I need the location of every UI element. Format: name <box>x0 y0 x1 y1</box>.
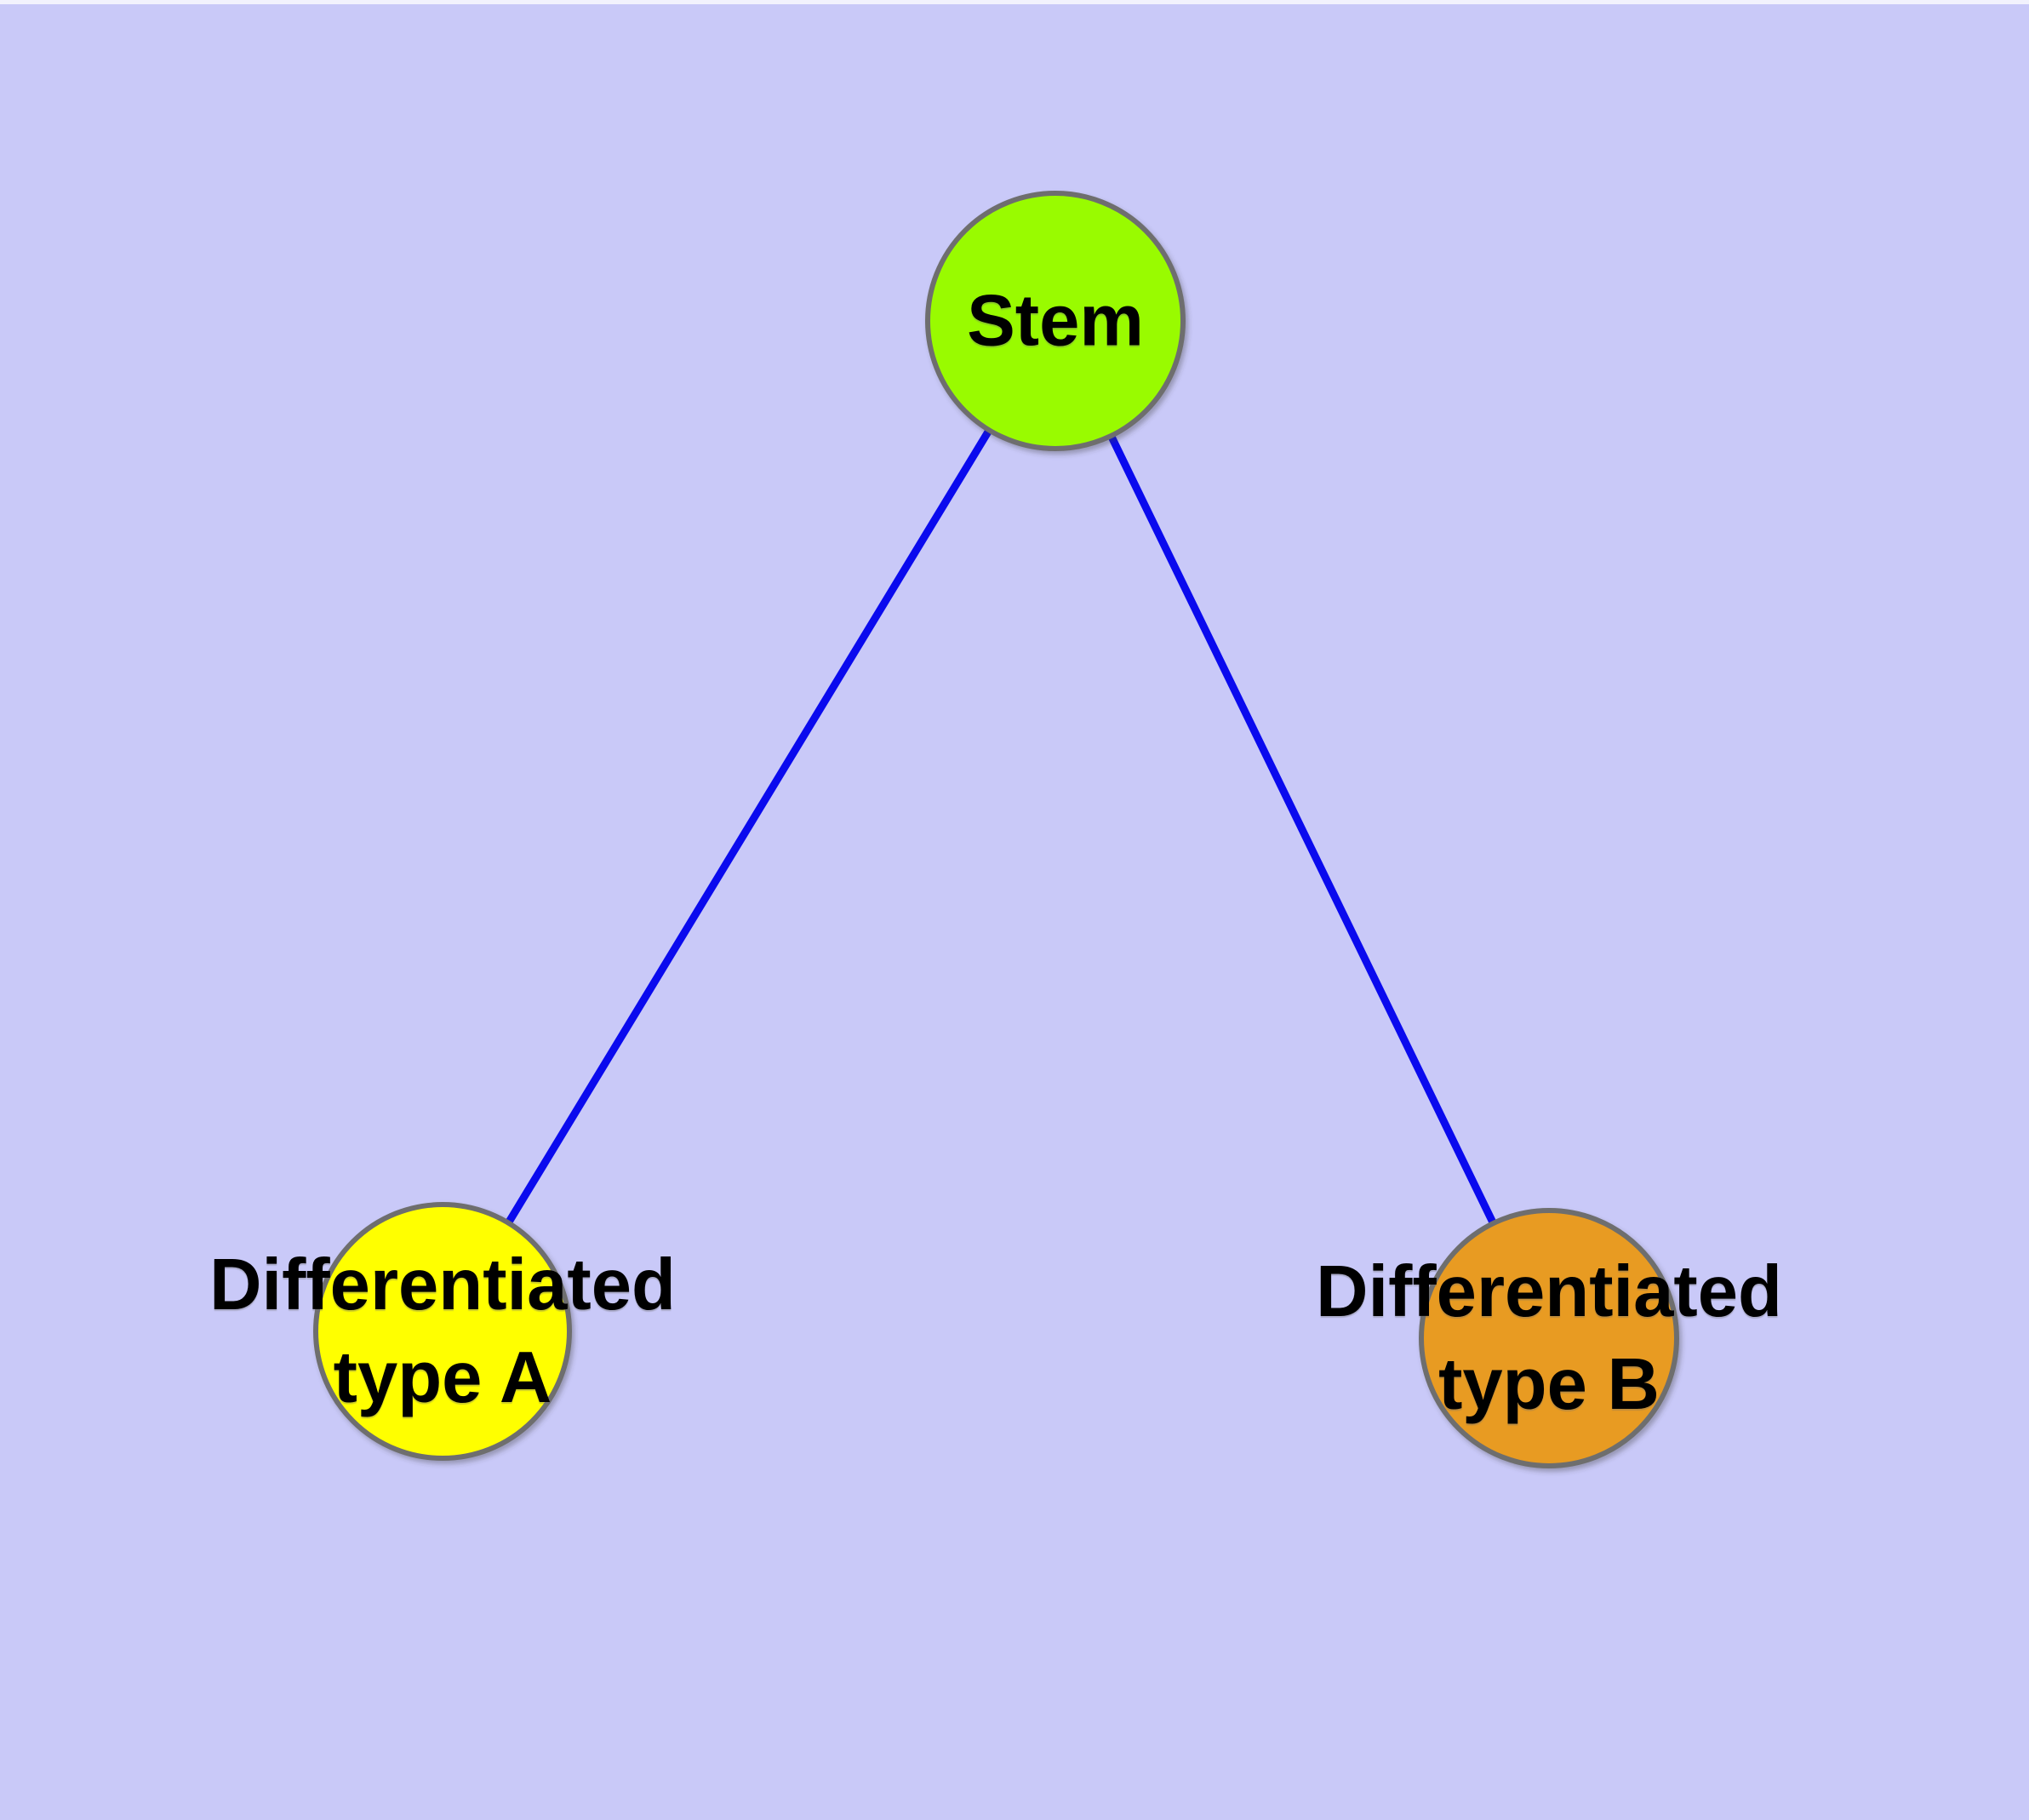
edge-stem-to-type-b <box>1051 317 1553 1342</box>
edge-stem-to-type-a <box>438 317 1060 1336</box>
node-stem[interactable] <box>925 191 1186 451</box>
node-differentiated-type-b[interactable] <box>1419 1208 1679 1468</box>
top-edge-highlight <box>0 0 2029 4</box>
node-differentiated-type-a[interactable] <box>313 1202 572 1461</box>
